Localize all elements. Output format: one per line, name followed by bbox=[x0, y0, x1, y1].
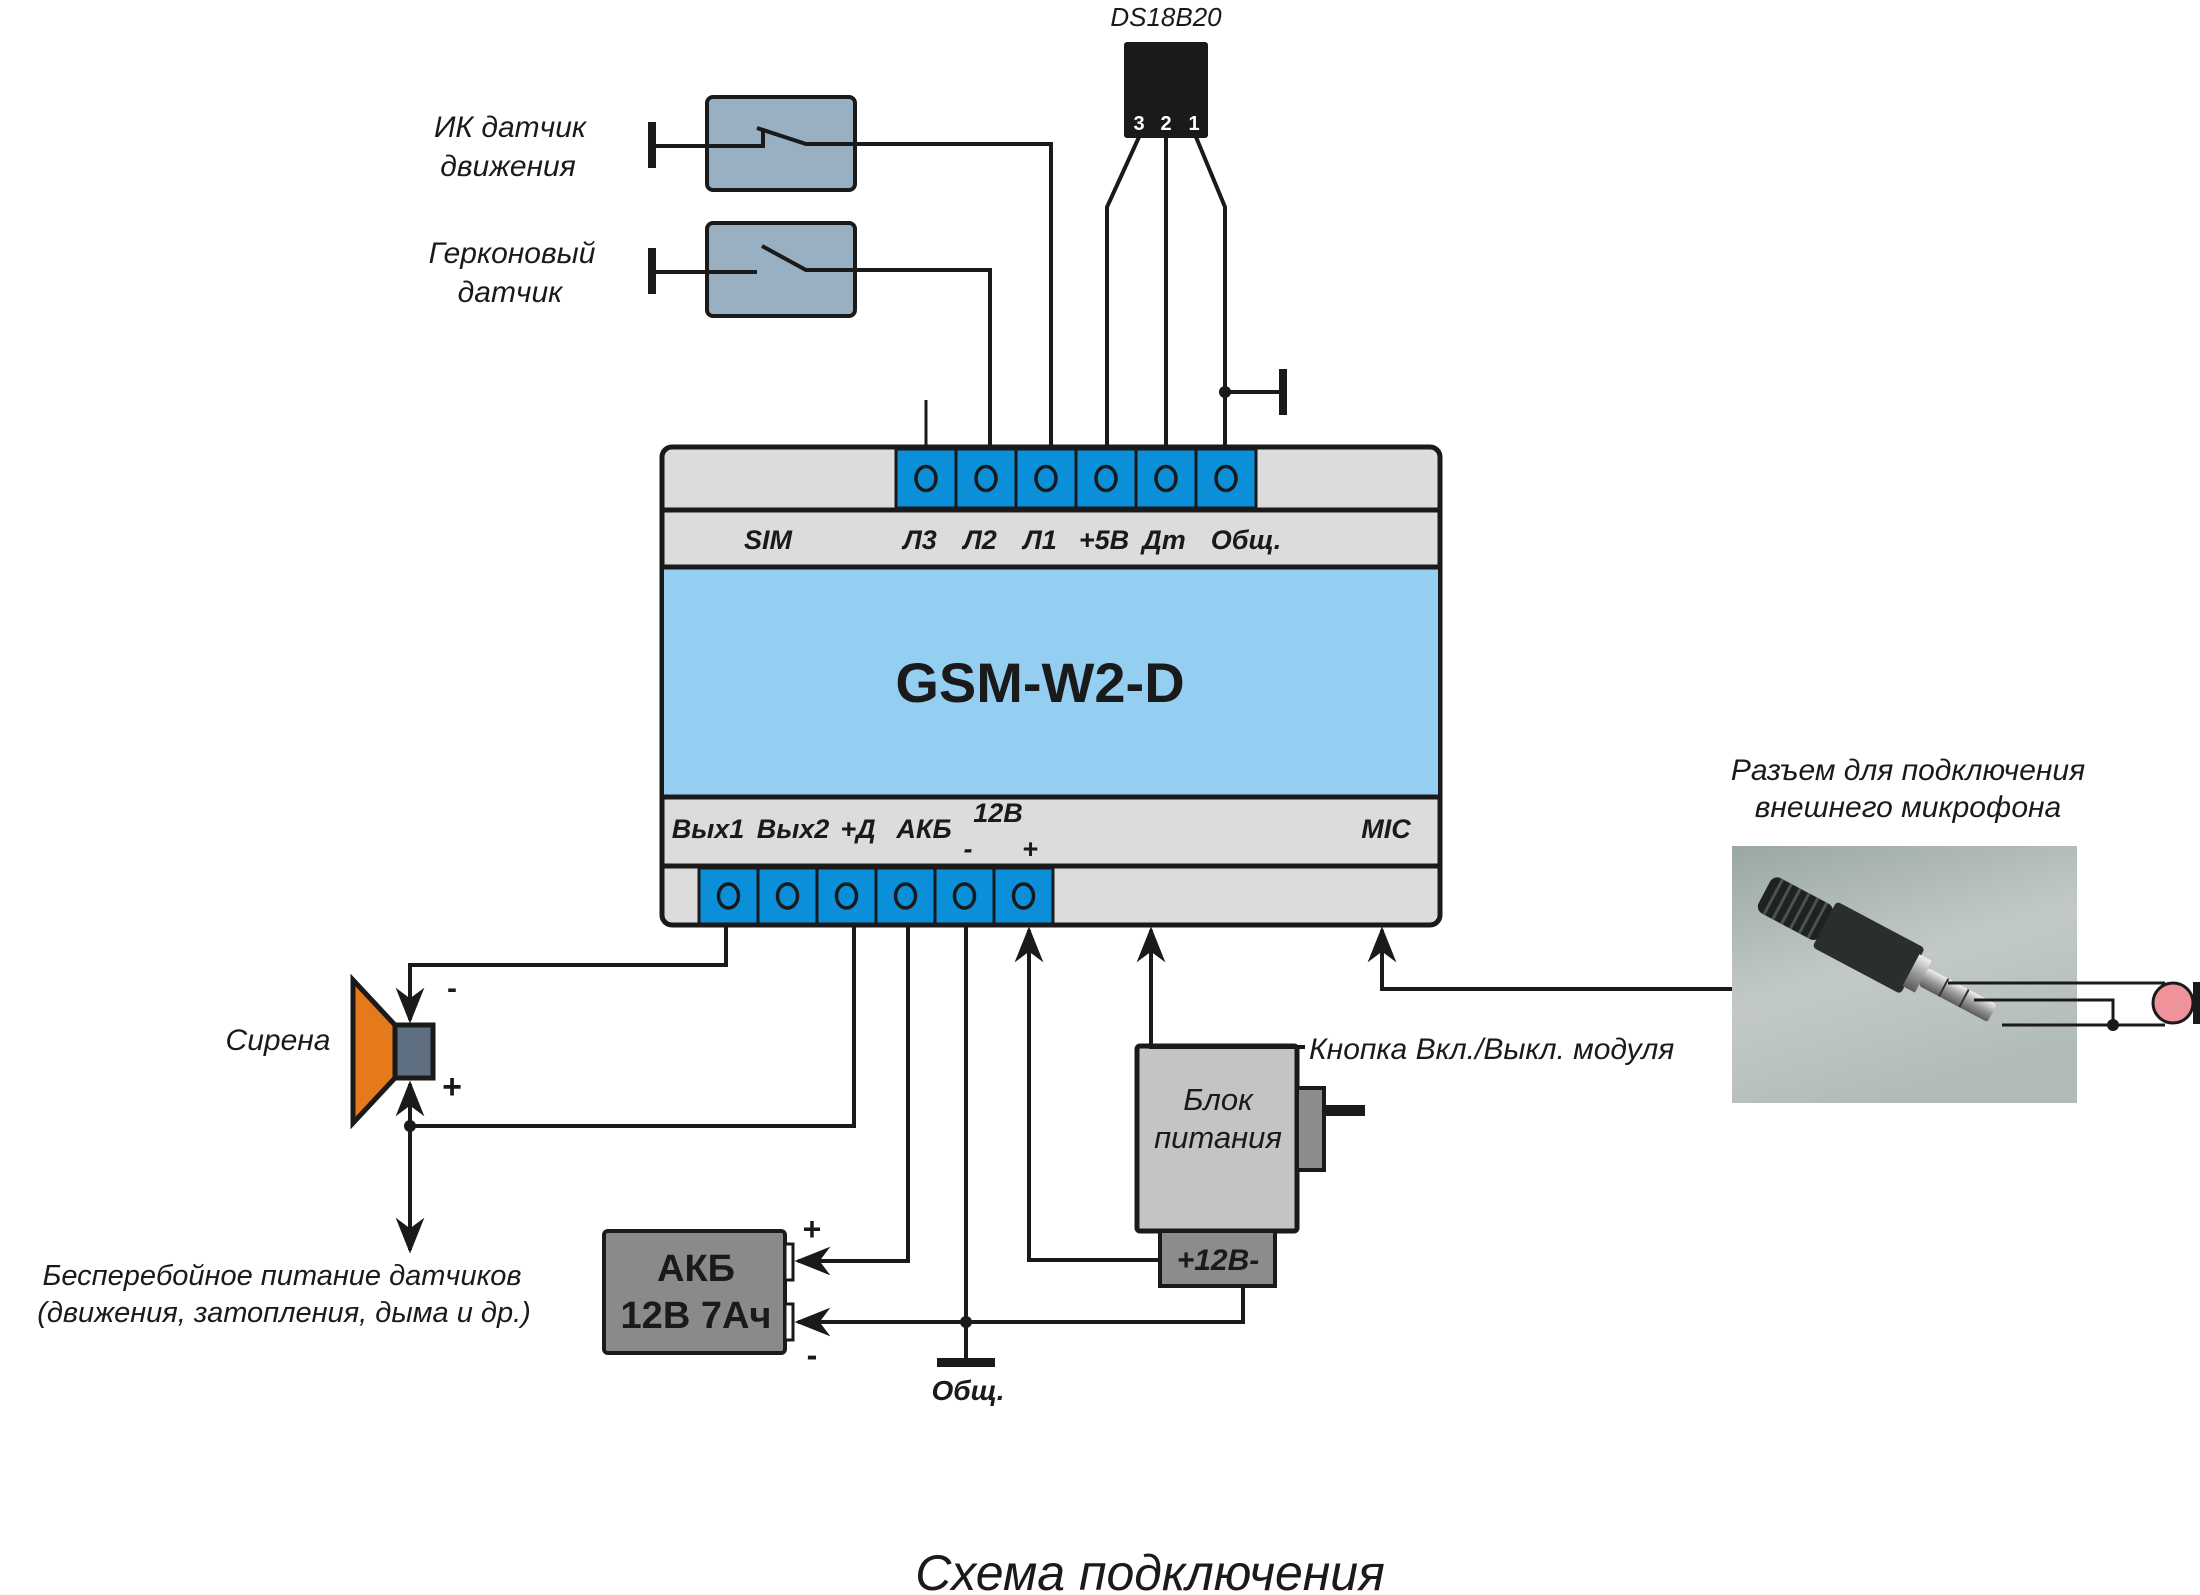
label-5v: +5В bbox=[1079, 525, 1129, 555]
ir-contact-a bbox=[652, 130, 765, 148]
mic-connector-label-2: внешнего микрофона bbox=[1755, 791, 2062, 824]
button-label: Кнопка Вкл./Выкл. модуля bbox=[1309, 1033, 1674, 1066]
ir-sensor-label-1: ИК датчик bbox=[434, 111, 588, 144]
terminal-screw-icon bbox=[1034, 464, 1058, 493]
wire-mic-ring bbox=[1974, 998, 2115, 1025]
module-body bbox=[664, 568, 1438, 796]
siren-minus: - bbox=[447, 972, 457, 1005]
siren-plus: + bbox=[442, 1068, 462, 1106]
battery-label-1: АКБ bbox=[657, 1248, 735, 1290]
terminal-screw-icon bbox=[775, 882, 800, 910]
mic-jack-photo bbox=[1732, 846, 2165, 1103]
label-l2: Л2 bbox=[961, 525, 997, 555]
top-terminal-block bbox=[894, 447, 1258, 510]
ds18b20-sensor: DS18B20 3 2 1 bbox=[1105, 2, 1287, 449]
terminal-screw-icon bbox=[716, 882, 741, 910]
diagram-title: Схема подключения bbox=[915, 1545, 1385, 1595]
battery-label-2: 12В 7Ач bbox=[621, 1295, 772, 1337]
label-common-top: Общ. bbox=[1211, 525, 1281, 555]
label-l3: Л3 bbox=[901, 525, 937, 555]
wire-pin3-5v bbox=[1105, 136, 1141, 449]
label-out2: Вых2 bbox=[757, 814, 830, 844]
reed-sensor-label-1: Герконовый bbox=[429, 237, 596, 270]
terminal-screw-icon bbox=[952, 882, 977, 910]
label-sim: SIM bbox=[744, 525, 793, 555]
pin-1-label: 1 bbox=[1188, 113, 1199, 135]
ir-sensor-label-2: движения bbox=[440, 150, 575, 183]
label-minus: - bbox=[964, 834, 973, 864]
power-supply: Блок питания +12В- bbox=[1134, 1043, 1365, 1288]
reed-sensor: Герконовый датчик bbox=[429, 221, 992, 449]
wire-pin1-common bbox=[1194, 136, 1227, 449]
wire-mic bbox=[1367, 926, 1732, 991]
ground-label: Общ. bbox=[931, 1375, 1004, 1406]
wire-psu-plus bbox=[1014, 926, 1160, 1262]
terminal-screw-icon bbox=[1214, 464, 1238, 493]
ds18b20-body bbox=[1124, 42, 1208, 138]
wire-akb-plus bbox=[794, 925, 910, 1276]
battery-terminal-minus bbox=[783, 1302, 795, 1342]
label-out1: Вых1 bbox=[672, 814, 745, 844]
psu-output bbox=[1158, 1229, 1277, 1288]
junction-dot bbox=[960, 1316, 972, 1328]
gsm-module: GSM-W2-D SIM Л3 Л2 Л1 +5В Дт Общ. Вых1 В… bbox=[659, 444, 1443, 928]
label-plus: + bbox=[1022, 834, 1038, 864]
psu-output-label: +12В- bbox=[1177, 1244, 1260, 1277]
terminal-screw-icon bbox=[1154, 464, 1178, 493]
module-name: GSM-W2-D bbox=[895, 651, 1184, 714]
ds18b20-label: DS18B20 bbox=[1110, 2, 1222, 32]
siren-label: Сирена bbox=[226, 1024, 331, 1057]
siren: Сирена - + bbox=[226, 972, 462, 1130]
reed-sensor-label-2: датчик bbox=[458, 276, 564, 309]
ground-symbol-bottom bbox=[937, 1358, 995, 1367]
psu-prong bbox=[1324, 1105, 1365, 1116]
junction-dot bbox=[1219, 386, 1231, 398]
microphone-bar bbox=[2193, 982, 2200, 1024]
wire-button bbox=[1136, 926, 1305, 1049]
jack-plug bbox=[1757, 877, 1999, 1023]
label-dt: Дт bbox=[1140, 525, 1186, 555]
junction-dot bbox=[2107, 1019, 2119, 1031]
ground-symbol-top bbox=[1279, 369, 1287, 415]
wire-ir-l1 bbox=[756, 126, 1053, 449]
terminal-screw-icon bbox=[914, 464, 938, 493]
ir-motion-sensor: ИК датчик движения bbox=[434, 95, 1053, 449]
mic-connector-label-1: Разъем для подключения bbox=[1731, 754, 2085, 787]
label-plus-d: +Д bbox=[840, 814, 875, 844]
battery-terminal-plus bbox=[783, 1242, 795, 1282]
psu-label-2: питания bbox=[1154, 1120, 1282, 1155]
terminal-screw-icon bbox=[893, 882, 918, 910]
battery: АКБ 12В 7Ач + - bbox=[602, 1211, 822, 1373]
wire-plusd bbox=[410, 925, 856, 1128]
ups-note-2: (движения, затопления, дыма и др.) bbox=[37, 1297, 531, 1329]
terminal-screw-icon bbox=[1011, 882, 1036, 910]
label-l1: Л1 bbox=[1021, 525, 1057, 555]
battery-plus-sign: + bbox=[803, 1211, 822, 1247]
label-akb: АКБ bbox=[895, 814, 951, 844]
bottom-terminal-block bbox=[697, 866, 1055, 926]
ups-note-1: Бесперебойное питание датчиков bbox=[42, 1260, 521, 1292]
label-mic: MIC bbox=[1361, 814, 1411, 844]
battery-body bbox=[602, 1229, 787, 1355]
wire-akb-minus bbox=[794, 1286, 1245, 1337]
wire-reed-l2 bbox=[761, 244, 992, 449]
terminal-screw-icon bbox=[834, 882, 859, 910]
siren-cone bbox=[350, 973, 398, 1130]
psu-label-1: Блок bbox=[1183, 1082, 1254, 1117]
siren-driver bbox=[392, 1022, 436, 1081]
battery-minus-sign: - bbox=[807, 1337, 818, 1373]
pin-3-label: 3 bbox=[1133, 113, 1144, 135]
junction-dot bbox=[404, 1120, 416, 1132]
bottom-terminal bbox=[815, 866, 878, 926]
microphone-icon bbox=[2151, 981, 2195, 1025]
label-12v: 12В bbox=[973, 798, 1023, 828]
psu-plug bbox=[1295, 1086, 1326, 1172]
terminal-screw-icon bbox=[974, 464, 998, 493]
wire-out1-siren bbox=[395, 925, 728, 1024]
pin-2-label: 2 bbox=[1160, 113, 1171, 135]
terminal-screw-icon bbox=[1094, 464, 1118, 493]
